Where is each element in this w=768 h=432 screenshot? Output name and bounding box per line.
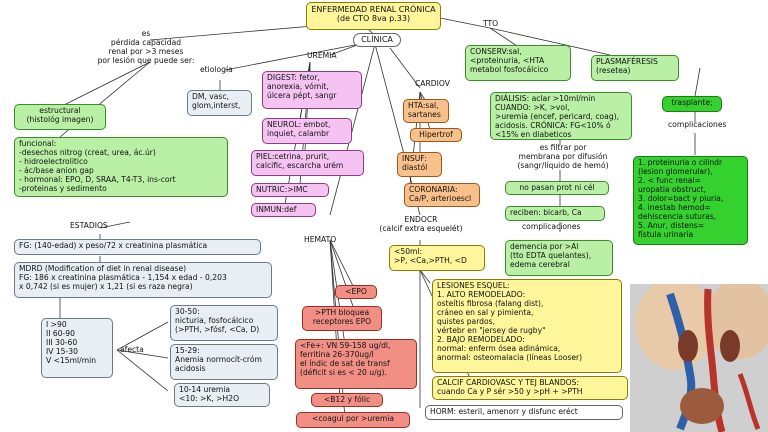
etiologia-node: DM, vasc, glom,interst, [187, 90, 252, 116]
endocr-label: ENDOCR (calcif extra esquelét) [379, 215, 463, 233]
cardiov-label: CARDIOV [415, 79, 450, 88]
afecta-10-14-node: 10-14 uremia <10: >K, >H2O [174, 383, 270, 407]
afecta-label: afecta [120, 345, 144, 354]
es-filtrar-label: es filtrar por membrana por difusión (sa… [517, 143, 609, 170]
trasplante-node: trasplante; [662, 96, 722, 112]
mdrd-formula-node: MDRD (Modification of diet in renal dise… [14, 262, 272, 298]
es-label: es pérdida capacidad renal por >3 meses … [97, 29, 195, 65]
funcional-node: funcional: -desechos nitrog (creat, urea… [14, 137, 228, 197]
coagul-node: <coagul por >uremia [296, 412, 410, 428]
pth-node: >PTH bloquea receptores EPO [302, 306, 382, 331]
digest-node: DIGEST: fetor, anorexia, vómit, úlcera p… [262, 71, 362, 109]
horm-node: HORM: esteril, amenorr y disfunc eréct [425, 405, 623, 420]
lesiones-esquel-node: LESIONES ESQUEL: 1. ALTO REMODELADO: ost… [432, 279, 622, 373]
coronaria-node: CORONARIA: Ca/P, arterioescl [404, 183, 480, 207]
nutric-node: NUTRIC:>IMC [251, 183, 329, 197]
epo-node: <EPO [335, 285, 377, 299]
plasmaferesis-node: PLASMAFÉRESIS (resetea) [591, 55, 679, 81]
insuf-node: INSUF: diastól [397, 152, 442, 177]
conserv-node: CONSERV:sal, <proteinuria, <HTA metabol … [465, 45, 571, 81]
afecta-15-29-node: 15-29: Anemia normocít-cróm acidosis [170, 344, 278, 380]
uremia-label: UREMIA [307, 51, 337, 60]
complicaciones-label: complicaciones [668, 120, 727, 129]
dialisis-node: DIÁLISIS: aclar >10ml/min CUANDO: >K, >v… [490, 92, 632, 140]
hipertrof-node: Hipertrof [410, 128, 462, 142]
title-box: ENFERMEDAD RENAL CRÓNICA (de CTO 8va p.3… [306, 2, 441, 30]
no-pasan-node: no pasan prot ni cél [505, 181, 609, 195]
endocr-node: <50ml: >P, <Ca,>PTH, <D [389, 245, 485, 271]
neurol-node: NEUROL: embot, inquiet, calambr [262, 118, 352, 144]
demencia-node: demencia por >Al (tto EDTA quelantes), e… [505, 240, 613, 276]
estadios-label: ESTADIOS [70, 221, 108, 230]
b12-node: <B12 y fólic [311, 393, 383, 407]
estadios-node: I >90 II 60-90 III 30-60 IV 15-30 V <15m… [41, 318, 113, 378]
clinica-node: CLÍNICA [353, 33, 401, 47]
hemato-label: HEMATO [304, 235, 337, 244]
tto-label: TTO [483, 19, 499, 28]
afecta-30-50-node: 30-50: nicturia, fosfocálcico (>PTH, >fó… [170, 305, 278, 341]
trasplante-complicaciones-node: 1. proteinuria o cilindr (lesion glomeru… [633, 156, 748, 245]
fg-formula-node: FG: (140-edad) x peso/72 x creatinina pl… [14, 239, 261, 255]
estructural-node: estructural (histológ imagen) [14, 104, 106, 130]
inmun-node: INMUN:def [251, 203, 316, 217]
hta-node: HTA:sal, sartanes [403, 99, 449, 123]
calcif-node: CALCIF CARDIOVASC Y TEJ BLANDOS: cuando … [432, 376, 628, 400]
complicaciones-label-2: complicaciones [522, 222, 581, 231]
piel-node: PIEL:cetrina, prurit, calcific, escarcha… [251, 150, 364, 176]
fe-node: <Fe+: VN 59-158 ug/dl, ferritina 26-370u… [295, 339, 417, 389]
reciben-node: reciben: bicarb, Ca [505, 206, 605, 221]
kidney-anatomy-image [630, 284, 768, 432]
etiologia-label: etiología [200, 65, 233, 74]
